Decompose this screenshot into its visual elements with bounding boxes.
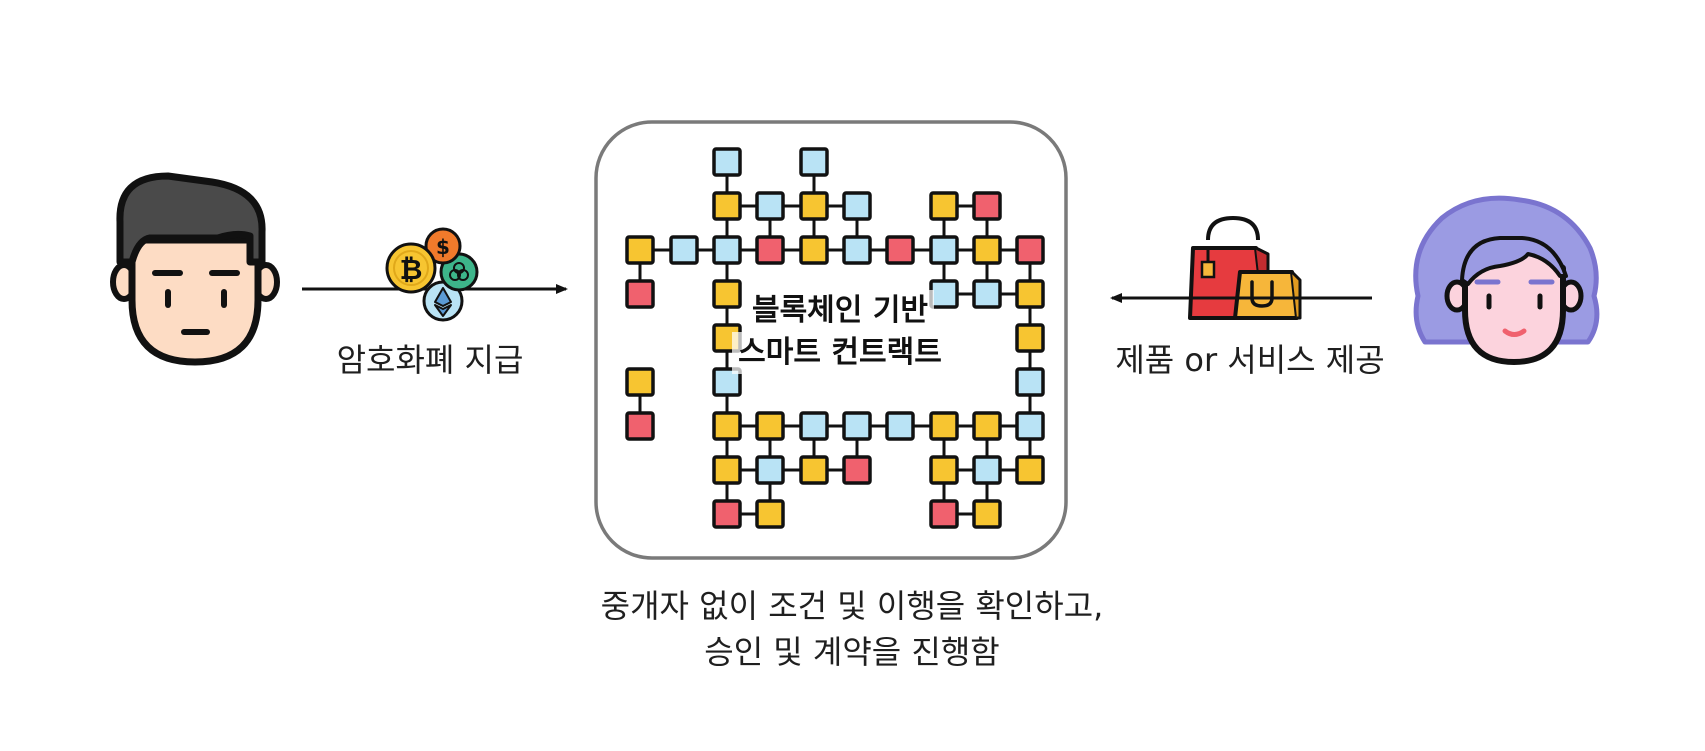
chain-block bbox=[972, 279, 1002, 309]
chain-block bbox=[929, 455, 959, 485]
chain-block bbox=[625, 235, 655, 265]
chain-block bbox=[972, 191, 1002, 221]
chain-block bbox=[712, 455, 742, 485]
seller-label: 제품 or 서비스 제공 bbox=[1115, 341, 1385, 379]
chain-block bbox=[842, 411, 872, 441]
contract-title-line1: 블록체인 기반 bbox=[745, 290, 935, 332]
contract-title-line2: 스마트 컨트랙트 bbox=[732, 332, 948, 374]
chain-block bbox=[712, 279, 742, 309]
chain-block bbox=[755, 191, 785, 221]
chain-block bbox=[799, 235, 829, 265]
chain-block bbox=[885, 411, 915, 441]
chain-block bbox=[669, 235, 699, 265]
contract-title: 블록체인 기반 스마트 컨트랙트 bbox=[695, 290, 985, 374]
chain-block bbox=[799, 411, 829, 441]
chain-block bbox=[712, 499, 742, 529]
buyer-label: 암호화폐 지급 bbox=[336, 341, 524, 379]
chain-block bbox=[712, 147, 742, 177]
chain-block bbox=[972, 455, 1002, 485]
chain-block bbox=[625, 279, 655, 309]
chain-block bbox=[1015, 455, 1045, 485]
chain-block bbox=[1015, 367, 1045, 397]
chain-block bbox=[972, 411, 1002, 441]
chain-block bbox=[712, 367, 742, 397]
chain-block bbox=[929, 499, 959, 529]
chain-block bbox=[755, 455, 785, 485]
chain-block bbox=[1015, 411, 1045, 441]
chain-block bbox=[1015, 279, 1045, 309]
chain-block bbox=[799, 147, 829, 177]
chain-block bbox=[842, 455, 872, 485]
chain-block bbox=[755, 499, 785, 529]
chain-block bbox=[842, 235, 872, 265]
caption-line1: 중개자 없이 조건 및 이행을 확인하고, bbox=[600, 587, 1104, 625]
diagram-caption: 중개자 없이 조건 및 이행을 확인하고, 승인 및 계약을 진행함 bbox=[452, 583, 1252, 675]
cryptocurrency-coins-icon: $ ₿ bbox=[385, 227, 479, 322]
bitcoin-coin-symbol: ₿ bbox=[400, 253, 423, 286]
blockchain-network-icon bbox=[625, 147, 1045, 529]
dollar-coin-symbol: $ bbox=[436, 235, 450, 259]
chain-block bbox=[972, 499, 1002, 529]
chain-block bbox=[885, 235, 915, 265]
chain-block bbox=[755, 235, 785, 265]
chain-block bbox=[972, 235, 1002, 265]
caption-line2: 승인 및 계약을 진행함 bbox=[704, 633, 1000, 671]
person-female-icon bbox=[1413, 195, 1600, 365]
chain-block bbox=[929, 191, 959, 221]
chain-block bbox=[799, 191, 829, 221]
chain-block bbox=[929, 411, 959, 441]
shopping-bags-icon bbox=[1188, 215, 1302, 320]
chain-block bbox=[712, 235, 742, 265]
chain-block bbox=[1015, 323, 1045, 353]
person-male-icon bbox=[110, 172, 280, 366]
chain-block bbox=[755, 411, 785, 441]
chain-block bbox=[929, 235, 959, 265]
chain-block bbox=[842, 191, 872, 221]
chain-block bbox=[712, 411, 742, 441]
chain-block bbox=[799, 455, 829, 485]
chain-block bbox=[625, 411, 655, 441]
chain-block bbox=[1015, 235, 1045, 265]
chain-block bbox=[625, 367, 655, 397]
chain-block bbox=[712, 191, 742, 221]
